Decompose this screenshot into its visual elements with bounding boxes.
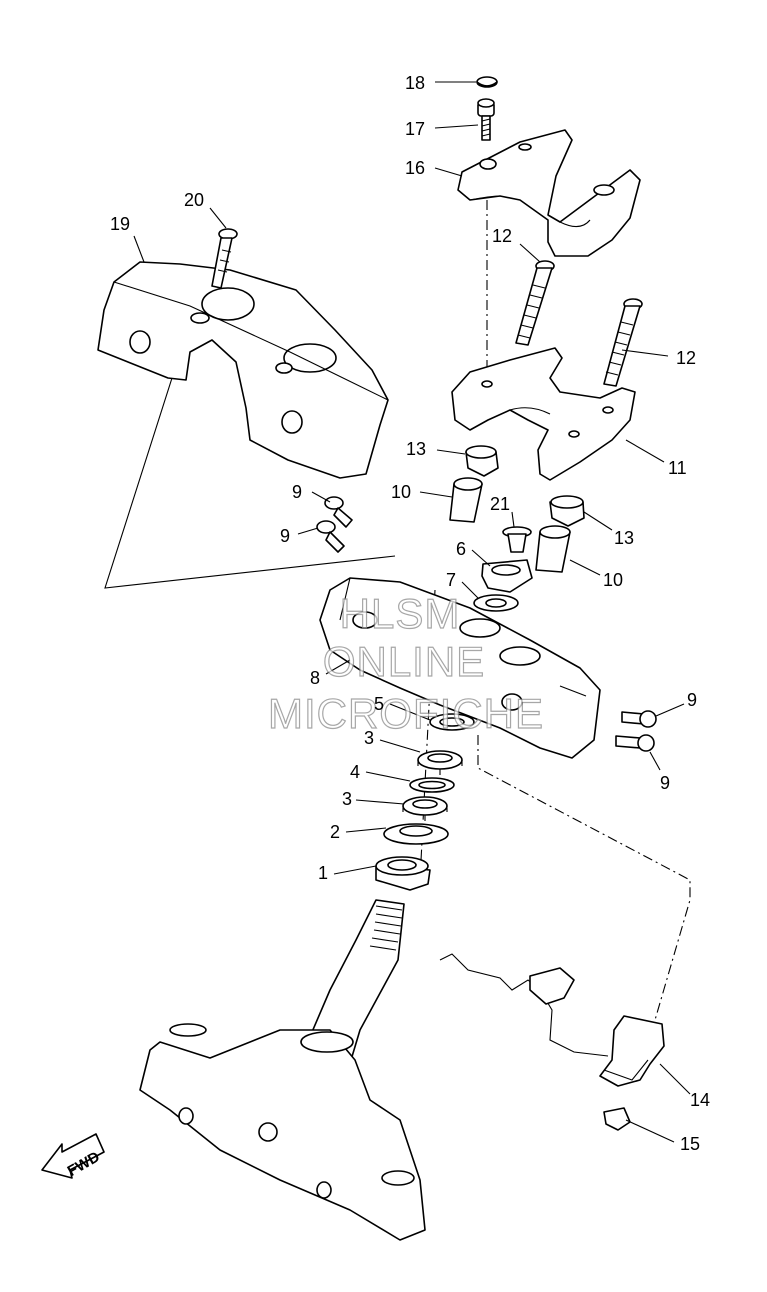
callout-11: 11	[668, 458, 687, 478]
part-17-bolt	[477, 98, 495, 141]
callout-5: 5	[374, 694, 384, 714]
part-9-bolt-b	[316, 520, 345, 553]
callout-3a: 3	[364, 728, 374, 748]
callout-7: 7	[446, 570, 456, 590]
callout-10a: 10	[391, 482, 411, 502]
callout-8: 8	[310, 668, 320, 688]
part-2-dust-seal	[383, 823, 449, 845]
callout-13b: 13	[614, 528, 634, 548]
part-7-washer	[473, 594, 519, 612]
callout-16: 16	[405, 158, 425, 178]
callout-4: 4	[350, 762, 360, 782]
part-16-upper-holder	[457, 129, 641, 257]
steering-stem	[139, 899, 426, 1241]
part-12-bolt-left	[515, 260, 555, 346]
leader-lines	[133, 81, 691, 1143]
part-11-lower-holder	[451, 347, 636, 481]
part-3-ring-nut-lower	[402, 796, 448, 821]
part-3-ring-nut-upper	[417, 750, 463, 775]
callout-9b: 9	[280, 526, 290, 546]
watermark-line-2: ONLINE	[323, 638, 485, 685]
part-9-bolt-d	[615, 734, 655, 752]
callout-2: 2	[330, 822, 340, 842]
part-9-bolt-c	[621, 710, 657, 728]
callout-labels: 18 17 16 20 19 12 12 13 11 10 9 21 9 13 …	[110, 73, 710, 1154]
part-10-damper-left	[449, 477, 483, 523]
part-4-washer	[409, 777, 455, 793]
callout-6: 6	[456, 539, 466, 559]
callout-20: 20	[184, 190, 204, 210]
part-1-bearing	[375, 856, 431, 891]
callout-12a: 12	[492, 226, 512, 246]
callout-21: 21	[490, 494, 510, 514]
callout-3b: 3	[342, 789, 352, 809]
callout-9a: 9	[292, 482, 302, 502]
watermark: HLSM ONLINE MICROFICHE	[267, 589, 544, 737]
part-5-lock-washer	[429, 713, 475, 731]
watermark-line-3: MICROFICHE	[268, 690, 544, 737]
part-13-nut-left	[465, 445, 499, 477]
callout-14: 14	[690, 1090, 710, 1110]
callout-13a: 13	[406, 439, 426, 459]
callout-12b: 12	[676, 348, 696, 368]
part-9-bolt-a	[324, 496, 353, 528]
part-12-bolt-right	[603, 298, 643, 387]
part-18-cap	[476, 76, 498, 88]
part-19-cover	[97, 261, 389, 479]
part-8-upper-bracket	[319, 577, 601, 759]
fwd-arrow-icon: FWD	[41, 1133, 105, 1180]
part-10-damper-right	[535, 525, 571, 573]
callout-9c: 9	[687, 690, 697, 710]
watermark-line-1: HLSM	[340, 590, 461, 637]
part-13-nut-right	[549, 495, 585, 527]
part-6-steering-nut	[481, 559, 533, 593]
callout-15: 15	[680, 1134, 700, 1154]
callout-1: 1	[318, 863, 328, 883]
callout-19: 19	[110, 214, 130, 234]
callout-18: 18	[405, 73, 425, 93]
callout-10b: 10	[603, 570, 623, 590]
part-15-nut	[603, 1107, 631, 1131]
callout-9d: 9	[660, 773, 670, 793]
part-21-collar	[502, 526, 532, 553]
part-14-holder	[439, 953, 665, 1087]
callout-17: 17	[405, 119, 425, 139]
part-20-screw	[211, 228, 238, 289]
